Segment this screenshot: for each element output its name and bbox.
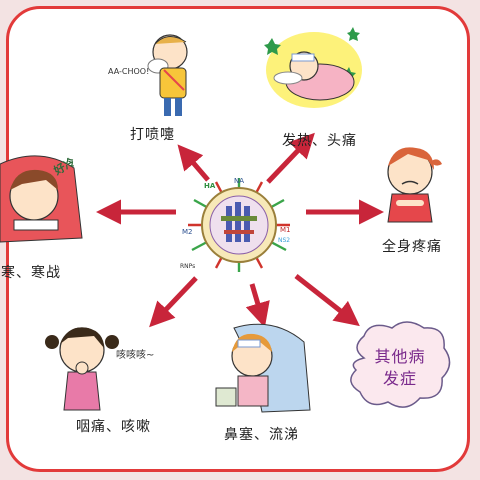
- cough-sound-text: 咳咳咳~: [116, 348, 154, 361]
- sore-throat-child-illustration: 咳咳咳~: [45, 327, 154, 411]
- stuffy-nose-child-illustration: [215, 323, 311, 413]
- label-body-ache: 全身疼痛: [382, 239, 442, 255]
- arrow-to-sore-throat: [149, 276, 198, 328]
- fever-child-illustration: [264, 27, 362, 108]
- complications-cloud: [350, 321, 451, 408]
- body-ache-child-illustration: [387, 147, 442, 223]
- label-ns2: NS2: [278, 237, 290, 244]
- label-m1: M1: [280, 226, 291, 234]
- label-m2: M2: [182, 228, 193, 236]
- label-stuffy-runny-nose: 鼻塞、流涕: [224, 427, 299, 443]
- label-chills: 畏寒、寒战: [0, 265, 61, 281]
- label-complications: 其他病发症: [374, 347, 426, 388]
- arrow-to-fever: [266, 132, 315, 184]
- arrow-to-complications: [294, 274, 360, 327]
- sneezing-child-illustration: AA-CHOO!: [108, 34, 188, 116]
- label-na: NA: [234, 177, 244, 185]
- label-fever-headache: 发热、头痛: [282, 133, 357, 149]
- label-sore-throat-cough: 咽痛、咳嗽: [76, 419, 151, 435]
- sneeze-sound-text: AA-CHOO!: [108, 67, 149, 76]
- influenza-virus-diagram: HA NA M1 M2 NS2 RNPs: [180, 177, 291, 272]
- virus-core: [221, 202, 257, 242]
- label-ha: HA: [204, 182, 216, 190]
- arrow-to-sneezing: [177, 144, 210, 182]
- chills-child-illustration: 好冷: [0, 154, 83, 243]
- label-rnps: RNPs: [180, 263, 195, 270]
- label-sneezing: 打喷嚏: [130, 127, 175, 143]
- arrow-to-stuffy-nose: [245, 283, 270, 328]
